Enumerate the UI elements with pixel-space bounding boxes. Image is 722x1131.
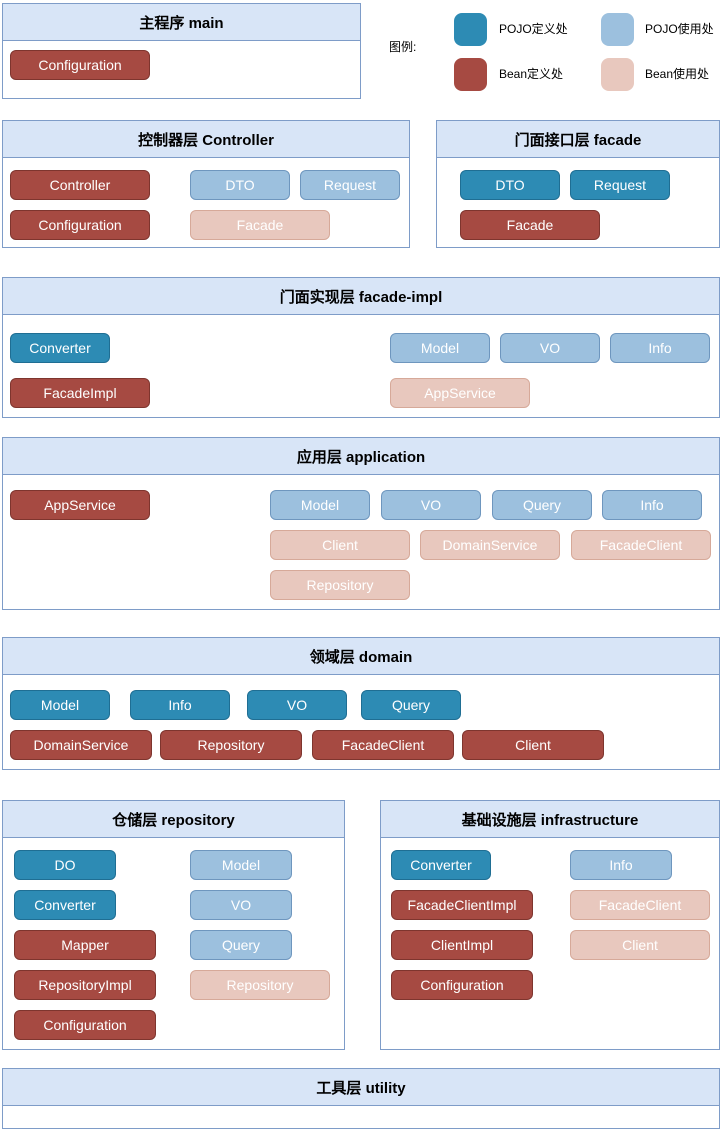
- legend-item-pojo-use: POJO使用处: [645, 22, 714, 36]
- repository-chip-query: Query: [190, 930, 292, 960]
- facade-impl-chip-vo: VO: [500, 333, 600, 363]
- layer-title-controller: 控制器层 Controller: [3, 121, 409, 158]
- application-chip-facadeclient: FacadeClient: [571, 530, 711, 560]
- application-chip-query: Query: [492, 490, 592, 520]
- layer-box-utility: 工具层 utility: [2, 1068, 720, 1129]
- domain-chip-client: Client: [462, 730, 604, 760]
- infrastructure-chip-converter: Converter: [391, 850, 491, 880]
- layer-box-repository: 仓储层 repository: [2, 800, 345, 1050]
- domain-chip-model: Model: [10, 690, 110, 720]
- repository-chip-do: DO: [14, 850, 116, 880]
- application-chip-vo: VO: [381, 490, 481, 520]
- infrastructure-chip-configuration: Configuration: [391, 970, 533, 1000]
- domain-chip-info: Info: [130, 690, 230, 720]
- legend-item-bean-def: Bean定义处: [499, 67, 564, 81]
- repository-chip-model: Model: [190, 850, 292, 880]
- layer-title-main: 主程序 main: [3, 4, 360, 41]
- facade-impl-chip-info: Info: [610, 333, 710, 363]
- facade-impl-chip-converter: Converter: [10, 333, 110, 363]
- controller-chip-request: Request: [300, 170, 400, 200]
- layer-title-facade: 门面接口层 facade: [437, 121, 719, 158]
- legend-swatch-bean-def-icon: [454, 58, 487, 91]
- infrastructure-chip-facadeclientimpl: FacadeClientImpl: [391, 890, 533, 920]
- legend-swatch-pojo-def-icon: [454, 13, 487, 46]
- repository-chip-converter: Converter: [14, 890, 116, 920]
- legend-swatch-bean-use-icon: [601, 58, 634, 91]
- infrastructure-chip-info: Info: [570, 850, 672, 880]
- legend-item-bean-use: Bean使用处: [645, 67, 710, 81]
- layer-title-utility: 工具层 utility: [3, 1069, 719, 1106]
- infrastructure-chip-clientimpl: ClientImpl: [391, 930, 533, 960]
- infrastructure-chip-client: Client: [570, 930, 710, 960]
- facade-impl-chip-facadeimpl: FacadeImpl: [10, 378, 150, 408]
- layer-box-infrastructure: 基础设施层 infrastructure: [380, 800, 720, 1050]
- domain-chip-vo: VO: [247, 690, 347, 720]
- layer-title-application: 应用层 application: [3, 438, 719, 475]
- controller-chip-configuration: Configuration: [10, 210, 150, 240]
- layer-title-repository: 仓储层 repository: [3, 801, 344, 838]
- facade-chip-dto: DTO: [460, 170, 560, 200]
- main-chip-configuration: Configuration: [10, 50, 150, 80]
- layer-title-domain: 领域层 domain: [3, 638, 719, 675]
- controller-chip-facade: Facade: [190, 210, 330, 240]
- repository-chip-mapper: Mapper: [14, 930, 156, 960]
- application-chip-domainservice: DomainService: [420, 530, 560, 560]
- infrastructure-chip-facadeclient: FacadeClient: [570, 890, 710, 920]
- legend-label: 图例:: [389, 40, 417, 54]
- legend-item-pojo-def: POJO定义处: [499, 22, 568, 36]
- facade-impl-chip-appservice: AppService: [390, 378, 530, 408]
- repository-chip-repository: Repository: [190, 970, 330, 1000]
- application-chip-info: Info: [602, 490, 702, 520]
- layer-title-facade-impl: 门面实现层 facade-impl: [3, 278, 719, 315]
- facade-chip-facade: Facade: [460, 210, 600, 240]
- application-chip-model: Model: [270, 490, 370, 520]
- repository-chip-repositoryimpl: RepositoryImpl: [14, 970, 156, 1000]
- application-chip-client: Client: [270, 530, 410, 560]
- domain-chip-repository: Repository: [160, 730, 302, 760]
- application-chip-repository: Repository: [270, 570, 410, 600]
- facade-impl-chip-model: Model: [390, 333, 490, 363]
- domain-chip-query: Query: [361, 690, 461, 720]
- repository-chip-vo: VO: [190, 890, 292, 920]
- facade-chip-request: Request: [570, 170, 670, 200]
- repository-chip-configuration: Configuration: [14, 1010, 156, 1040]
- domain-chip-facadeclient: FacadeClient: [312, 730, 454, 760]
- layer-title-infrastructure: 基础设施层 infrastructure: [381, 801, 719, 838]
- domain-chip-domainservice: DomainService: [10, 730, 152, 760]
- controller-chip-dto: DTO: [190, 170, 290, 200]
- application-chip-appservice: AppService: [10, 490, 150, 520]
- legend-swatch-pojo-use-icon: [601, 13, 634, 46]
- controller-chip-controller: Controller: [10, 170, 150, 200]
